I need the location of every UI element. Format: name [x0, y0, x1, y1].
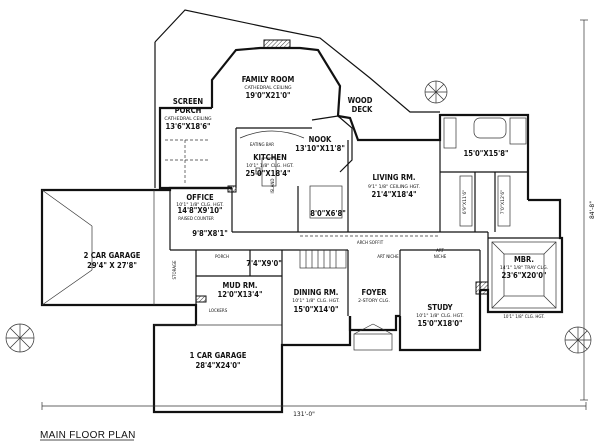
- office-name: OFFICE: [186, 193, 214, 202]
- living-room-name: LIVING RM.: [372, 173, 415, 182]
- two-car-garage-name: 2 CAR GARAGE: [84, 251, 141, 260]
- screen-porch-grid: [165, 139, 210, 185]
- nook-bay: [337, 115, 353, 173]
- foyer-porch: [353, 323, 393, 351]
- foyer-name: FOYER: [361, 288, 387, 297]
- stair: [299, 249, 347, 269]
- master-bath-fixtures: [443, 117, 527, 227]
- screen-porch-note: CATHEDRAL CEILING: [164, 116, 212, 122]
- screen-porch-name2: PORCH: [175, 106, 202, 115]
- pantry-size: 9'8"X8'1": [192, 229, 228, 238]
- wood-deck-outline: [154, 9, 440, 188]
- mbr-tray-ceiling: [491, 241, 557, 309]
- wood-deck-name2: DECK: [352, 105, 373, 114]
- mbr-size: 23'6"X20'0": [501, 271, 546, 280]
- screen-porch-name: SCREEN: [173, 97, 204, 106]
- living-room-size: 21'4"X18'4": [371, 190, 416, 199]
- lockers-label: LOCKERS: [209, 308, 228, 313]
- closet-2-size: 7'0"X12'6": [500, 190, 506, 215]
- tree-left: [5, 323, 35, 353]
- kitchen-name: KITCHEN: [253, 153, 287, 162]
- porch-label: PORCH: [215, 254, 229, 259]
- nook-size: 13'10"X11'8": [295, 144, 345, 153]
- depth-dimension: 84'-8": [589, 201, 596, 219]
- closet-1-size: 6'9"X11'6": [462, 190, 468, 215]
- island-label: ISLAND: [270, 179, 275, 194]
- family-room-note: CATHEDRAL CEILING: [244, 85, 292, 91]
- dining-room-name: DINING RM.: [294, 288, 339, 297]
- niche-label: NICHE: [434, 254, 447, 259]
- width-dimension: 131'-0": [293, 411, 315, 418]
- one-car-garage-size: 28'4"X24'0": [195, 361, 240, 370]
- bar-room-size: 8'0"X6'8": [310, 209, 346, 218]
- study-size: 15'0"X18'0": [417, 319, 462, 328]
- exterior-walls: [40, 46, 564, 414]
- kitchen-fixtures: [239, 130, 343, 219]
- kitchen-note: 10'1" 1/8" CLG. HGT.: [246, 163, 293, 169]
- mbr-ceiling-label: 10'1" 1/8" CLG. HGT.: [503, 314, 544, 319]
- mbr-name: MBR.: [514, 255, 534, 264]
- two-car-garage-size: 29'4" X 27'8": [87, 261, 137, 270]
- tree-right: [564, 326, 592, 354]
- dining-room-size: 15'0"X14'0": [293, 305, 338, 314]
- family-room-name: FAMILY ROOM: [242, 75, 295, 84]
- mud-room-size: 12'0"X13'4": [217, 290, 262, 299]
- living-room-note: 9'1" 1/8" CEILING HGT.: [368, 184, 420, 190]
- nook-name: NOOK: [309, 135, 332, 144]
- mud-room-name: MUD RM.: [222, 281, 257, 290]
- powder-size: 7'4"X9'0": [246, 259, 282, 268]
- dining-room-note: 10'1" 1/8" CLG. HGT.: [292, 298, 339, 304]
- plan-title-text: MAIN FLOOR PLAN: [40, 430, 136, 441]
- storage-label: STORAGE: [172, 260, 177, 280]
- family-room-size: 19'0"X21'0": [245, 91, 290, 100]
- screen-porch-size: 13'6"X18'6": [165, 122, 210, 131]
- raised-counter-label: RAISED COUNTER: [178, 216, 214, 221]
- dimension-lines: [41, 19, 588, 410]
- arch-soffit-label: ARCH SOFFIT: [357, 240, 384, 245]
- one-car-garage-name: 1 CAR GARAGE: [190, 351, 247, 360]
- plan-title: MAIN FLOOR PLAN: [40, 430, 136, 441]
- tree-top: [424, 80, 448, 104]
- office-note: 10'1" 1/8" CLG. HGT.: [176, 202, 223, 208]
- room-labels: FAMILY ROOM CATHEDRAL CEILING 19'0"X21'0…: [84, 75, 596, 418]
- office-size: 14'8"X9'10": [177, 206, 222, 215]
- mbr-note: 14'1" 1/8" TRAY CLG.: [500, 265, 548, 271]
- foyer-note: 2-STORY CLG.: [358, 298, 390, 304]
- hatched-elements: [195, 39, 489, 303]
- art-label: ART: [436, 248, 444, 253]
- garage-roof-lines: [41, 189, 282, 326]
- master-bath-size: 15'0"X15'8": [463, 149, 508, 158]
- kitchen-size: 25'0"X18'4": [245, 169, 290, 178]
- art-niche-label: ART NICHE: [377, 254, 399, 259]
- wood-deck-name: WOOD: [348, 96, 373, 105]
- study-note: 10'1" 1/8" CLG. HGT.: [416, 313, 463, 319]
- eating-bar-label: EATING BAR: [250, 142, 274, 147]
- study-name: STUDY: [427, 303, 453, 312]
